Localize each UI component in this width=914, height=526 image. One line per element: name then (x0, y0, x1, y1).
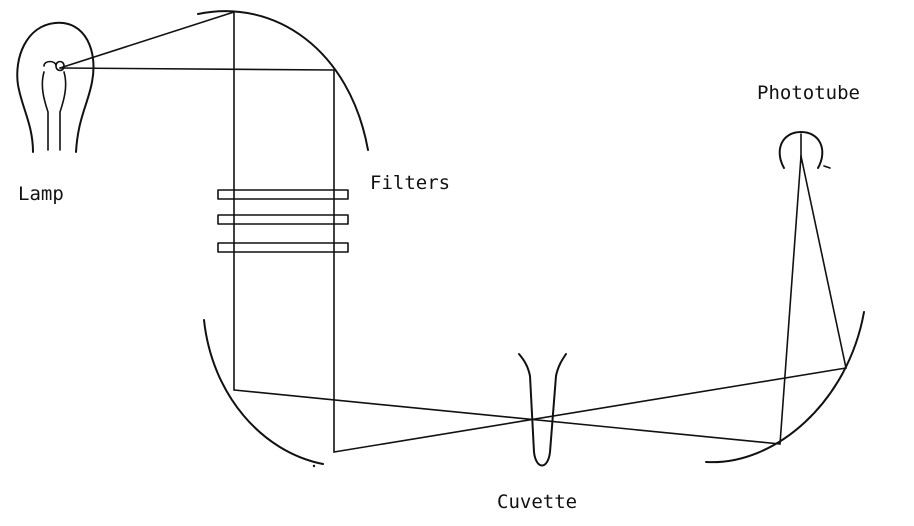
cuvette-tube (518, 353, 567, 467)
phototube (778, 131, 831, 169)
lamp-bulb (16, 21, 95, 153)
filter-plate-2 (217, 214, 349, 225)
ray-left-bottom-to-right-top (333, 367, 847, 453)
filters (217, 189, 349, 253)
filter-plate-3 (217, 242, 349, 253)
lower-right-mirror (705, 311, 865, 464)
lamp-filament (43, 60, 65, 72)
phototube-mark (823, 165, 831, 169)
stray-dot (312, 464, 316, 468)
ray-mirror-to-phototube-left (779, 155, 802, 445)
ray-left-top-to-right-bottom (233, 389, 781, 445)
filter-plate-1 (217, 189, 349, 200)
filters-label: Filters (370, 172, 451, 194)
lower-left-mirror (203, 319, 324, 465)
phototube-label: Phototube (757, 82, 860, 104)
phototube-cathode (778, 131, 824, 169)
lamp-lead-wire-left (41, 71, 49, 151)
lamp-label: Lamp (18, 183, 64, 205)
upper-mirror (197, 10, 369, 151)
ray-mirror-to-phototube-right (800, 155, 847, 369)
ray-lamp-to-upper-mirror-bottom (59, 67, 335, 71)
lamp-glass-outline (16, 21, 95, 153)
ray-lamp-to-upper-mirror-top (59, 11, 235, 69)
cuvette-label: Cuvette (497, 491, 578, 513)
lamp-lead-wire-right (59, 71, 67, 151)
